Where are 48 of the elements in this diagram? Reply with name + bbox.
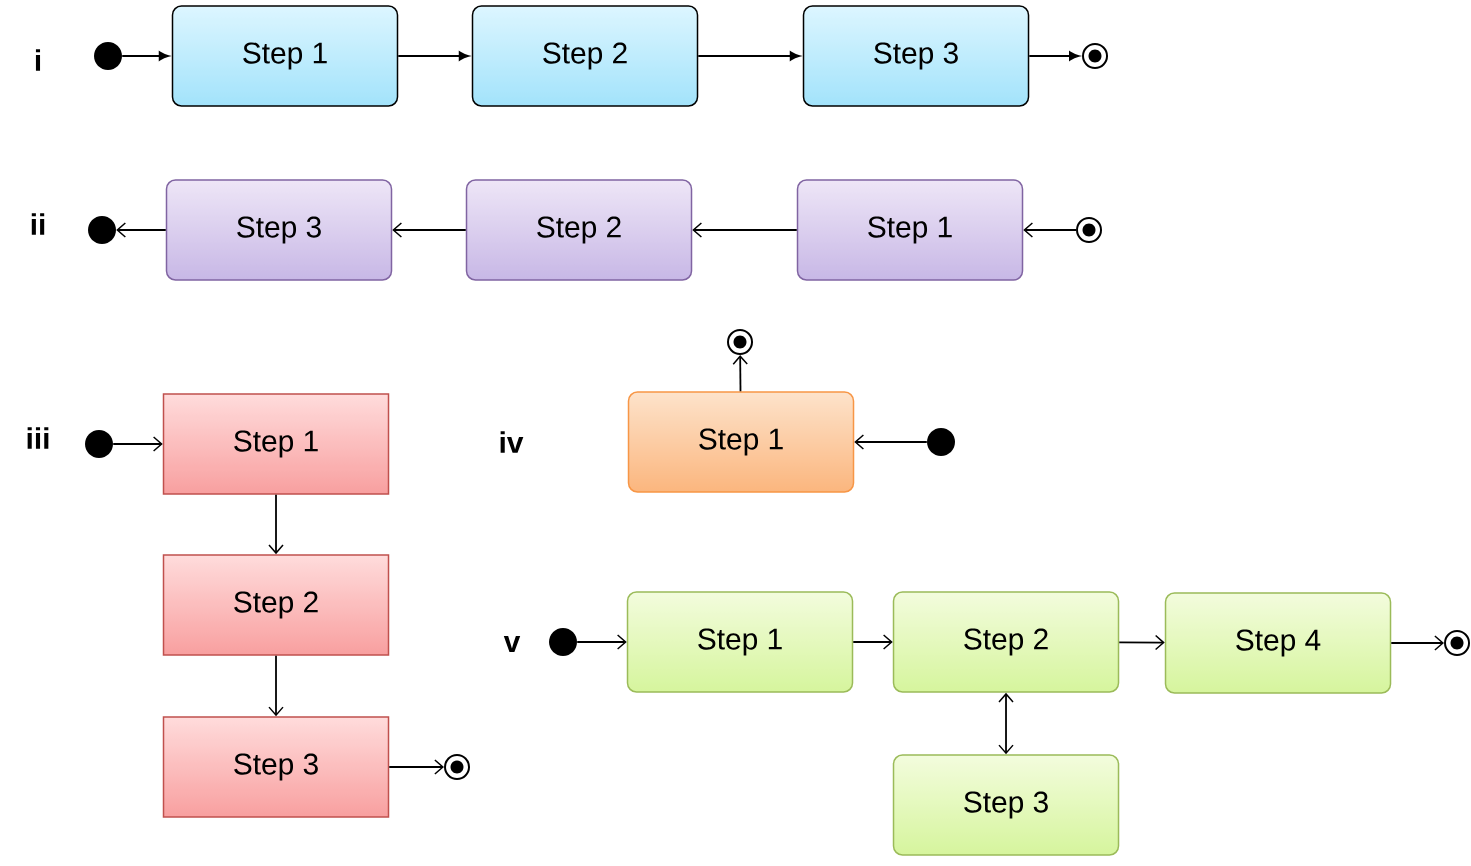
arrow xyxy=(268,493,284,555)
arrow xyxy=(732,355,748,393)
arrow xyxy=(116,222,167,238)
arrow xyxy=(392,222,467,238)
arrow xyxy=(854,434,928,450)
arrow xyxy=(397,51,470,61)
process-box: Step 3 xyxy=(162,716,390,818)
process-box: Step 2 xyxy=(465,179,693,281)
process-box: Step 1 xyxy=(162,393,390,495)
panel-label: iv xyxy=(500,431,524,453)
process-box: Step 2 xyxy=(892,591,1120,693)
panel-label: v xyxy=(503,636,521,652)
arrow xyxy=(697,51,801,61)
panel-label: i xyxy=(35,49,41,71)
start-dot xyxy=(927,428,955,456)
start-dot xyxy=(85,430,113,458)
start-dot xyxy=(94,42,122,70)
panel-label: ii xyxy=(31,213,45,235)
arrow xyxy=(1028,51,1080,61)
process-box: Step 2 xyxy=(471,5,699,107)
arrow xyxy=(692,222,798,238)
end-symbol xyxy=(444,754,470,780)
arrow xyxy=(121,51,170,61)
process-box: Step 2 xyxy=(162,554,390,656)
process-box: Step 4 xyxy=(1164,592,1392,694)
arrow xyxy=(1118,634,1165,651)
end-symbol xyxy=(1076,217,1102,243)
arrow xyxy=(388,759,444,775)
process-box: Step 1 xyxy=(626,591,854,693)
arrow xyxy=(268,654,284,717)
arrow xyxy=(1390,635,1444,651)
end-symbol xyxy=(727,329,753,355)
process-box: Step 1 xyxy=(171,5,399,107)
end-symbol xyxy=(1082,43,1108,69)
process-box: Step 1 xyxy=(796,179,1024,281)
process-box: Step 3 xyxy=(892,754,1120,856)
start-dot xyxy=(549,628,577,656)
arrow xyxy=(112,436,163,452)
start-dot xyxy=(88,216,116,244)
end-symbol xyxy=(1444,630,1470,656)
arrow xyxy=(576,634,627,650)
process-box: Step 1 xyxy=(627,391,855,493)
arrow xyxy=(998,692,1014,755)
arrow xyxy=(1023,222,1077,238)
arrow xyxy=(852,634,893,650)
process-box: Step 3 xyxy=(802,5,1030,107)
panel-label: iii xyxy=(27,427,49,449)
process-box: Step 3 xyxy=(165,179,393,281)
